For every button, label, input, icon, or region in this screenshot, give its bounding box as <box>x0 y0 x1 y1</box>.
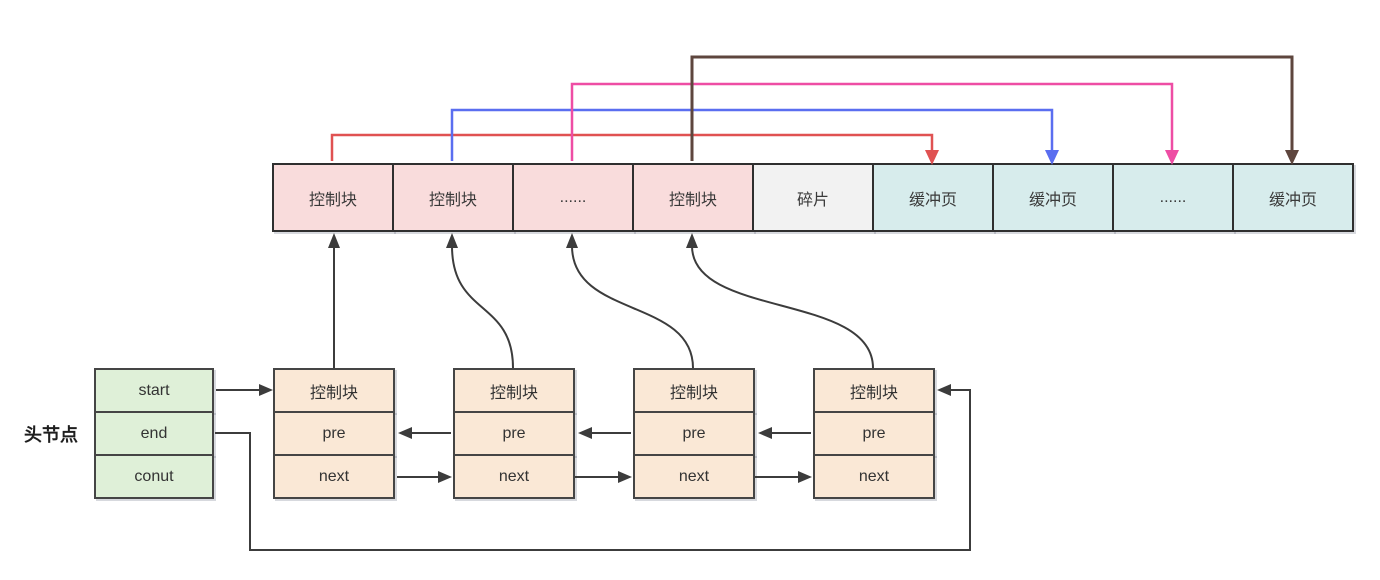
list-node-4: 控制块 pre next <box>813 368 935 499</box>
memory-cell-buffer-2: 缓冲页 <box>992 163 1114 232</box>
cell-label: ...... <box>1159 188 1187 206</box>
node-field-control: 控制块 <box>633 368 755 413</box>
field-label: pre <box>862 424 886 442</box>
node-field-pre: pre <box>633 411 755 456</box>
start-arrowhead <box>259 384 273 396</box>
field-label: 控制块 <box>309 384 358 402</box>
node1-to-block-arrowhead <box>328 233 340 248</box>
node2-to-block-arrowhead <box>446 233 458 248</box>
field-label: next <box>678 467 710 485</box>
end-loop-arrowhead <box>937 384 951 396</box>
cell-label: 缓冲页 <box>1028 191 1077 209</box>
head-field-start: start <box>94 368 214 413</box>
next-arrow-2to3-head <box>618 471 632 483</box>
field-label: next <box>498 467 530 485</box>
red-map-arrow-line <box>330 133 934 161</box>
head-field-conut: conut <box>94 454 214 499</box>
brown-map-arrow-line <box>690 55 1294 161</box>
node-field-pre: pre <box>813 411 935 456</box>
node-field-next: next <box>633 454 755 499</box>
field-label: pre <box>502 424 526 442</box>
memory-cell-control-4: 控制块 <box>632 163 754 232</box>
pre-arrow-2to1-head <box>398 427 412 439</box>
cell-label: 碎片 <box>796 191 829 209</box>
cell-label: 缓冲页 <box>908 191 957 209</box>
node-field-control: 控制块 <box>273 368 395 413</box>
memory-cell-control-2: 控制块 <box>392 163 514 232</box>
magenta-map-arrow-line <box>570 82 1174 161</box>
head-node-label: 头节点 <box>24 425 78 445</box>
field-label: next <box>318 467 350 485</box>
node-field-control: 控制块 <box>453 368 575 413</box>
head-node-box: start end conut <box>94 368 214 499</box>
field-label: next <box>858 467 890 485</box>
field-label: 控制块 <box>489 384 538 402</box>
field-label: 控制块 <box>669 384 718 402</box>
node-field-next: next <box>453 454 575 499</box>
node4-to-block-arrowhead <box>686 233 698 248</box>
node4-to-block-line <box>691 245 874 369</box>
node-field-next: next <box>813 454 935 499</box>
blue-map-arrow-line <box>450 108 1054 161</box>
pre-arrow-3to2-head <box>578 427 592 439</box>
cell-label: ...... <box>559 188 587 206</box>
memory-cell-buffer-1: 缓冲页 <box>872 163 994 232</box>
memory-cell-buffer-3: 缓冲页 <box>1232 163 1354 232</box>
cell-label: 控制块 <box>308 191 357 209</box>
list-node-1: 控制块 pre next <box>273 368 395 499</box>
list-node-3: 控制块 pre next <box>633 368 755 499</box>
next-arrow-3to4-head <box>798 471 812 483</box>
field-label: start <box>138 381 170 399</box>
memory-cell-control-ellipsis: ...... <box>512 163 634 232</box>
node3-to-block-arrowhead <box>566 233 578 248</box>
pre-arrow-4to3-head <box>758 427 772 439</box>
field-label: conut <box>134 467 174 485</box>
node3-to-block-line <box>571 245 694 369</box>
field-label: pre <box>322 424 346 442</box>
node-field-next: next <box>273 454 395 499</box>
field-label: 控制块 <box>849 384 898 402</box>
node-field-control: 控制块 <box>813 368 935 413</box>
node-field-pre: pre <box>273 411 395 456</box>
field-label: end <box>140 424 168 442</box>
head-field-end: end <box>94 411 214 456</box>
field-label: pre <box>682 424 706 442</box>
memory-cell-control-1: 控制块 <box>272 163 394 232</box>
list-node-2: 控制块 pre next <box>453 368 575 499</box>
cell-label: 控制块 <box>428 191 477 209</box>
memory-cell-fragment: 碎片 <box>752 163 874 232</box>
next-arrow-1to2-head <box>438 471 452 483</box>
memory-cell-buffer-ellipsis: ...... <box>1112 163 1234 232</box>
cell-label: 控制块 <box>668 191 717 209</box>
node-field-pre: pre <box>453 411 575 456</box>
node2-to-block-line <box>451 245 514 369</box>
cell-label: 缓冲页 <box>1268 191 1317 209</box>
